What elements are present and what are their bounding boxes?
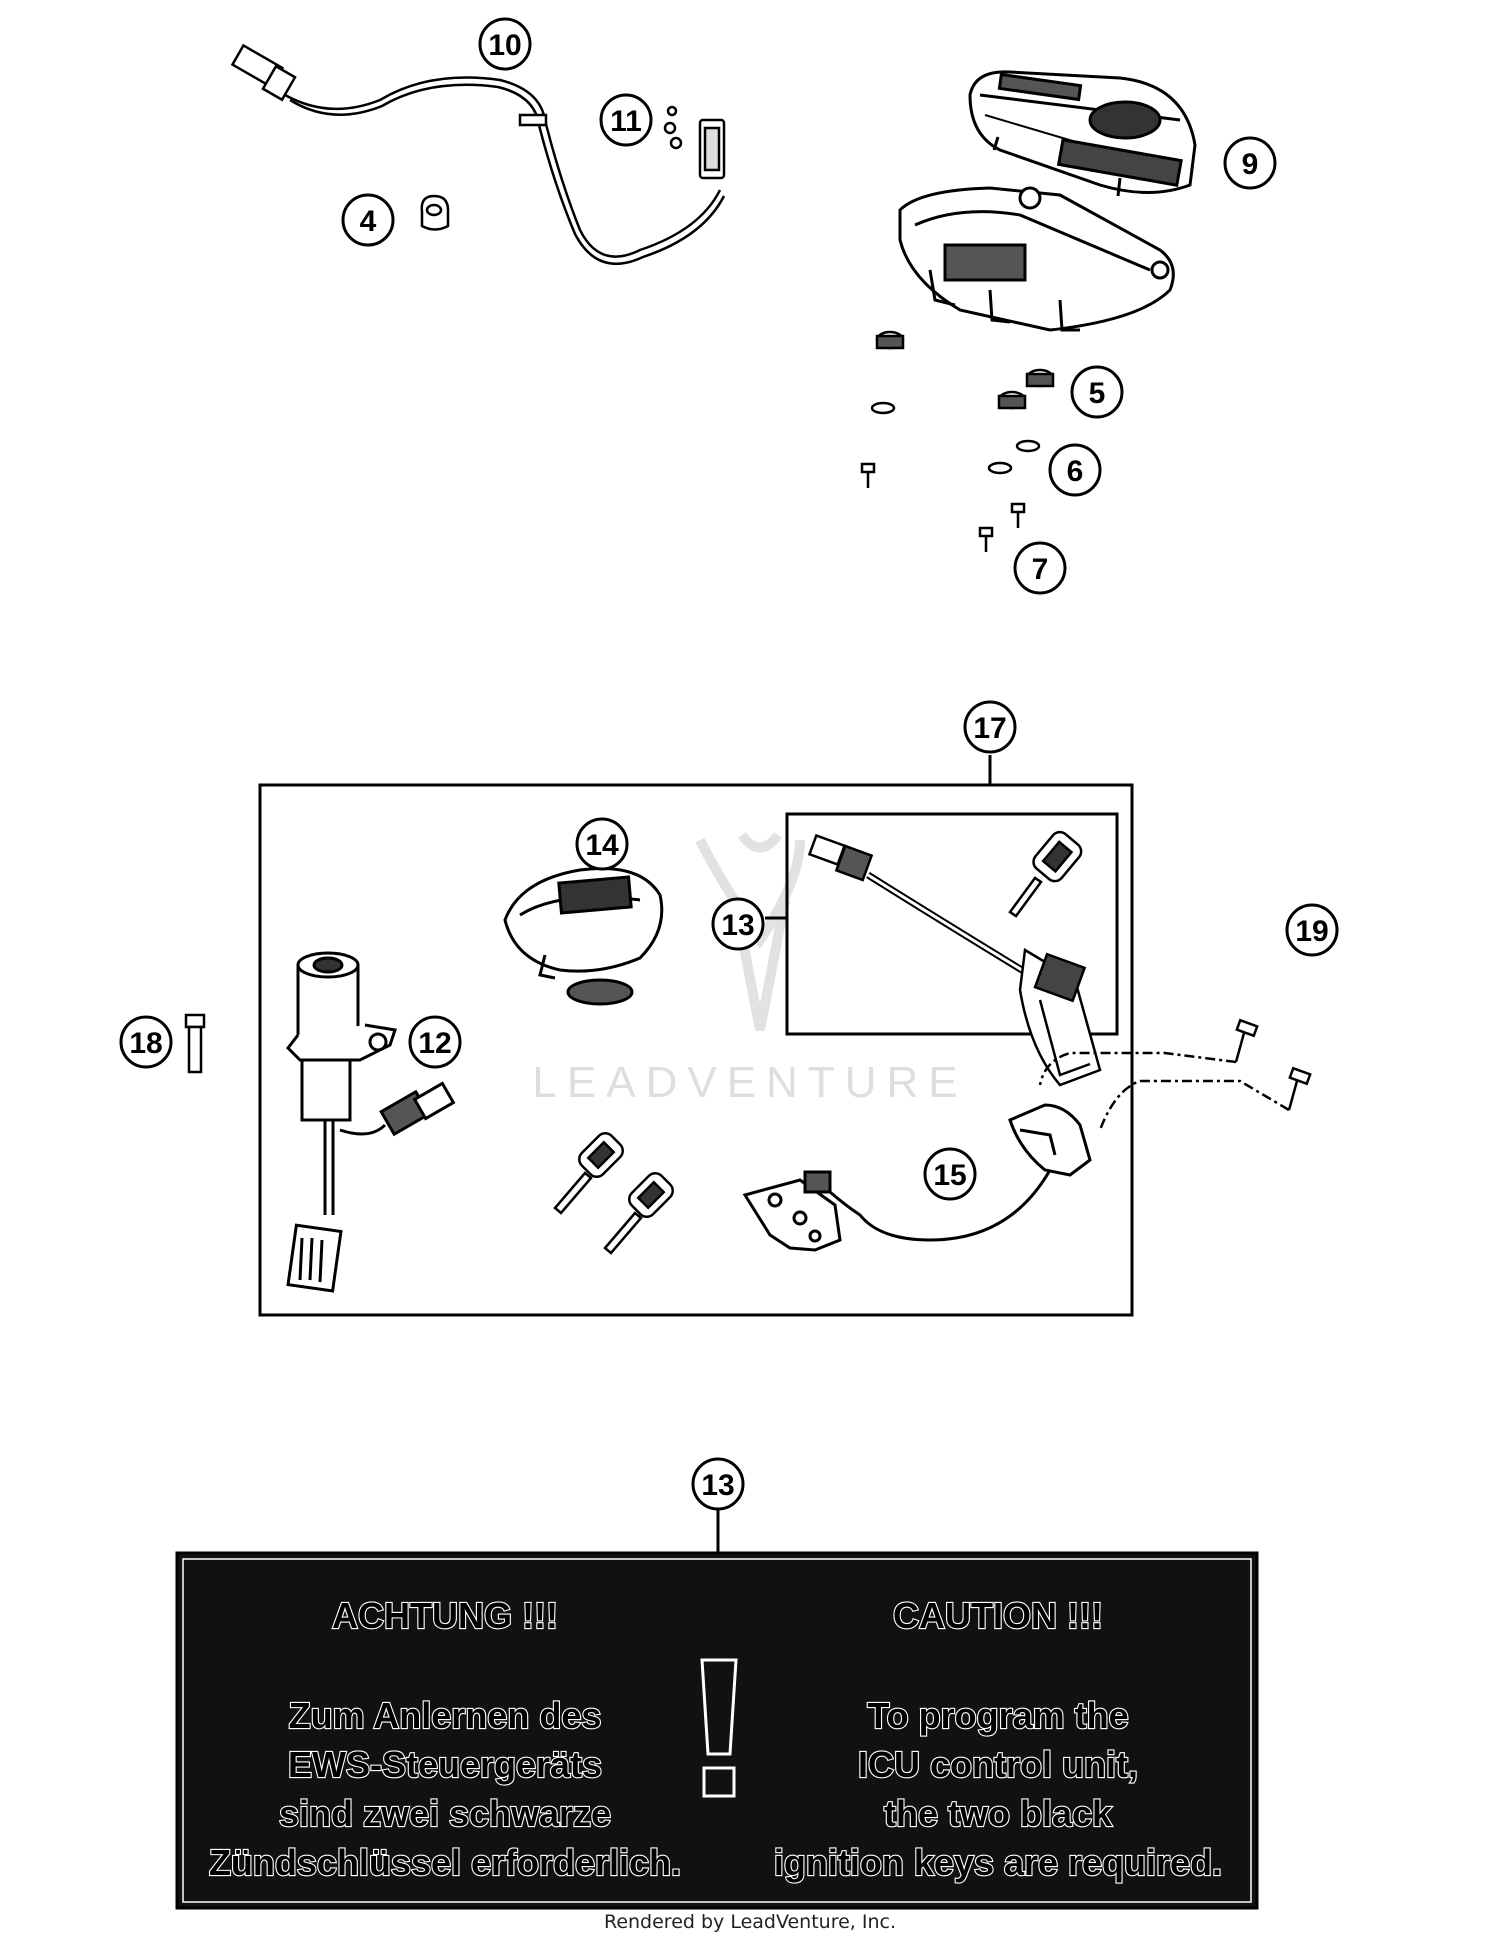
warning-line-en-4: ignition keys are required. [774,1842,1222,1883]
warning-title-en: CAUTION !!! [893,1595,1103,1636]
ignition-lock-12 [286,951,456,1293]
warning-line-de-4: Zündschlüssel erforderlich. [209,1842,681,1883]
callout-13-kit: 13 [711,897,765,951]
svg-text:19: 19 [1295,915,1328,948]
svg-text:7: 7 [1032,553,1049,586]
callout-11: 11 [599,93,653,147]
ignition-keys [553,1132,674,1255]
key-icon [603,1172,674,1255]
svg-text:12: 12 [418,1027,451,1060]
svg-text:14: 14 [585,829,619,862]
warning-line-de-2: EWS-Steuergeräts [288,1744,602,1785]
svg-text:5: 5 [1089,377,1106,410]
callout-17: 17 [963,700,1017,754]
svg-text:9: 9 [1242,148,1259,181]
warning-title-de: ACHTUNG !!! [332,1595,558,1636]
svg-text:15: 15 [933,1159,966,1192]
warning-line-en-2: ICU control unit, [858,1744,1138,1785]
watermark-text: LEADVENTURE [532,1058,967,1107]
warning-line-en-1: To program the [867,1695,1128,1736]
callout-14: 14 [575,817,629,871]
warning-line-de-3: sind zwei schwarze [279,1793,611,1834]
svg-text:13: 13 [721,909,754,942]
key-icon [553,1132,624,1215]
callout-18: 18 [119,1015,173,1069]
callout-9: 9 [1223,136,1277,190]
callout-4: 4 [341,193,395,247]
instrument-cluster-9 [968,70,1197,197]
warning-line-de-1: Zum Anlernen des [289,1695,602,1736]
icu-control-unit-13 [807,830,1102,1087]
callout-10: 10 [478,17,532,71]
callout-13-warning: 13 [691,1457,745,1511]
connector-icon [230,43,297,102]
callout-6: 6 [1048,443,1102,497]
svg-text:18: 18 [129,1027,162,1060]
grommet-4 [420,194,450,231]
svg-text:4: 4 [360,205,377,238]
callout-15: 15 [923,1147,977,1201]
pin-18 [184,1013,206,1074]
svg-text:13: 13 [701,1469,734,1502]
screws-19 [1038,1018,1312,1131]
kit-frame-17 [258,755,1134,1317]
washers-6 [870,401,1041,475]
callout-7: 7 [1013,541,1067,595]
wiring-harness-10 [230,43,726,265]
connector-plug-11 [663,105,726,180]
callout-12: 12 [408,1015,462,1069]
lock-switch-15 [742,1103,1092,1252]
cluster-housing [898,186,1175,332]
warning-line-en-3: the two black [884,1793,1113,1834]
footer-credit: Rendered by LeadVenture, Inc. [603,1911,897,1933]
lock-cover-14 [503,866,664,1006]
svg-text:17: 17 [973,712,1006,745]
callout-19: 19 [1285,903,1339,957]
key-icon [1008,830,1083,918]
svg-text:6: 6 [1067,455,1084,488]
callout-5: 5 [1070,365,1124,419]
callouts: 10 11 4 9 5 6 7 17 14 13 12 18 19 15 13 [119,17,1339,1511]
svg-text:10: 10 [488,29,521,62]
exclamation-icon [700,1658,738,1798]
svg-text:11: 11 [610,105,642,138]
screws-7 [860,462,1026,552]
rubber-dampers-5 [875,330,1055,410]
warning-label: ACHTUNG !!! Zum Anlernen des EWS-Steuerg… [175,1509,1259,1910]
